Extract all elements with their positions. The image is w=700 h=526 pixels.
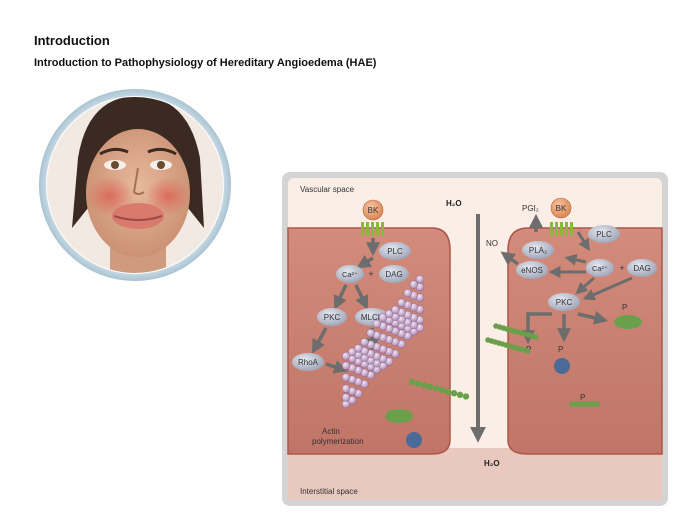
interstitial-space-label: Interstitial space: [300, 487, 358, 496]
water-bottom-label: H₂O: [484, 459, 500, 468]
right-ca-node: [586, 259, 614, 277]
protein-bead: [456, 391, 464, 398]
protein-bead: [462, 393, 470, 400]
actin-filaments: [341, 274, 425, 409]
left-dag-label: DAG: [385, 270, 402, 279]
actin-label-line2: polymerization: [312, 437, 364, 446]
left-pkc-node: [317, 308, 347, 326]
protein-bead: [524, 348, 531, 354]
hae-mechanism-diagram: Vascular space Interstitial space H₂O H₂…: [282, 172, 668, 506]
protein-bead: [420, 382, 428, 389]
right-plc-label: PLC: [596, 230, 612, 239]
page-subtitle: Introduction to Pathophysiology of Hered…: [34, 57, 377, 69]
right-p1-label: P: [622, 303, 627, 312]
right-bk-label: BK: [556, 204, 567, 213]
right-protein-chain: [485, 323, 600, 407]
left-ca-node: [336, 265, 364, 283]
left-mlck-label: MLCK: [361, 313, 384, 322]
left-receptor: [361, 222, 384, 236]
protein-bead: [414, 380, 422, 387]
right-dag-node: [627, 259, 657, 277]
right-pgi2-label: PGI₂: [522, 204, 539, 213]
protein-bead: [426, 383, 434, 390]
left-green-protein: [385, 409, 413, 423]
right-endothelial-cell: [507, 227, 663, 455]
actin-bead: [403, 288, 412, 298]
left-bk-node: [362, 199, 384, 221]
actin-bead: [341, 373, 351, 382]
protein-bead: [532, 334, 539, 340]
protein-bead: [408, 378, 416, 386]
left-mlck-node: [355, 308, 389, 326]
protein-bead: [594, 401, 600, 407]
actin-bead: [372, 319, 382, 329]
actin-bead: [341, 393, 351, 402]
left-bk-label: BK: [368, 206, 379, 215]
right-enos-label: eNOS: [521, 266, 543, 275]
right-dag-label: DAG: [633, 264, 650, 273]
right-pkc-node: [548, 293, 580, 311]
protein-bead: [438, 386, 446, 394]
left-ca-label: Ca²⁺: [342, 270, 358, 279]
hae-face-portrait: [39, 89, 231, 281]
actin-bead: [341, 384, 351, 393]
right-plus: +: [619, 263, 624, 273]
actin-bead: [366, 328, 375, 338]
left-pkc-label: PKC: [324, 313, 341, 322]
right-green-protein: [614, 315, 642, 329]
left-rhoa-node: [292, 353, 324, 371]
right-pla2-label: PLA₂: [529, 246, 547, 255]
water-top-label: H₂O: [446, 199, 462, 208]
right-ca-label: Ca²⁺: [592, 264, 608, 273]
left-dag-node: [379, 265, 409, 283]
actin-label-line1: Actin: [322, 427, 340, 436]
right-enos-node: [516, 261, 548, 279]
right-pkc-label: PKC: [556, 298, 573, 307]
actin-bead: [341, 351, 351, 361]
right-no-label: NO: [486, 239, 498, 248]
right-p3-label: P: [558, 345, 563, 354]
left-rhoa-label: RhoA: [298, 358, 319, 367]
left-plus: +: [368, 269, 373, 279]
actin-bead: [409, 280, 419, 289]
vascular-space-label: Vascular space: [300, 185, 355, 194]
actin-bead: [391, 305, 400, 315]
right-pla2-node: [522, 241, 554, 259]
page-title: Introduction: [34, 33, 110, 48]
right-p4-label: P: [580, 393, 585, 402]
protein-bead: [432, 385, 440, 392]
actin-bead: [354, 344, 363, 353]
protein-bead: [444, 388, 452, 395]
actin-bead: [415, 274, 425, 284]
protein-chain: [408, 378, 470, 400]
left-blue-ball: [406, 432, 422, 448]
left-plc-node: [379, 242, 411, 260]
left-plc-label: PLC: [387, 247, 403, 256]
right-receptor: [550, 222, 573, 236]
actin-bead: [397, 298, 406, 307]
protein-bead: [450, 390, 458, 397]
actin-bead: [384, 309, 394, 319]
right-plc-node: [588, 225, 620, 243]
actin-bead: [341, 361, 351, 370]
right-blue-ball: [554, 358, 570, 374]
right-bk-node: [550, 197, 572, 219]
actin-bead: [360, 337, 369, 347]
actin-bead: [378, 313, 388, 322]
